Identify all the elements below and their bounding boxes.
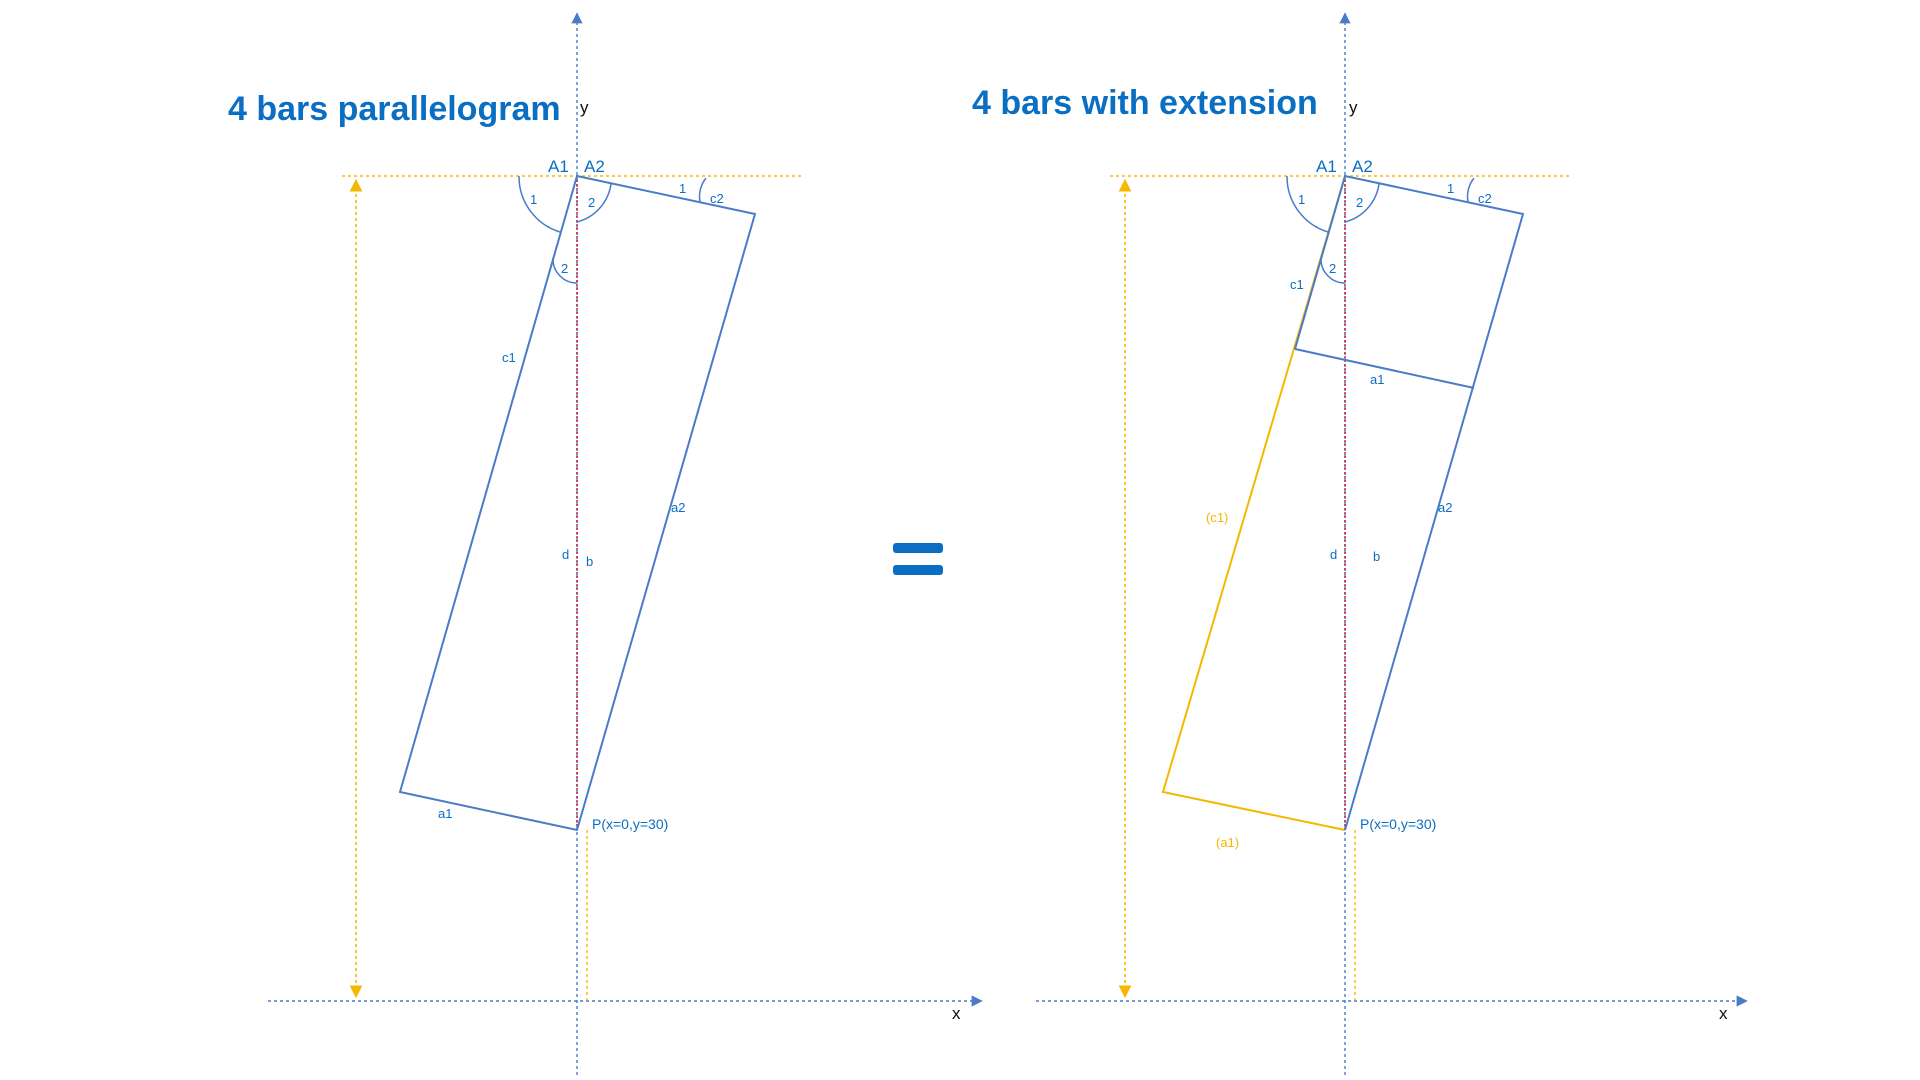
left-angle-2-label: 2 — [588, 195, 595, 210]
right-panel: 4 bars with extension y x A1 A2 1 2 2 1 … — [972, 12, 1748, 1075]
left-angle-2-lower-arc — [552, 257, 578, 284]
right-point-a2: A2 — [1352, 157, 1373, 176]
right-bar-d-label: d — [1330, 547, 1337, 562]
left-title: 4 bars parallelogram — [228, 90, 561, 128]
right-point-a1: A1 — [1316, 157, 1337, 176]
right-bar-c2-label: c2 — [1478, 191, 1492, 206]
left-x-axis-label: x — [952, 1004, 961, 1023]
left-bar-a2-label: a2 — [671, 500, 685, 515]
right-angle-1-label: 1 — [1298, 192, 1305, 207]
right-ext-a1-label: (a1) — [1216, 835, 1239, 850]
left-y-axis-label: y — [580, 98, 589, 117]
right-angle-2-label: 2 — [1356, 195, 1363, 210]
right-angle-2-lower-arc — [1320, 257, 1346, 284]
left-bar-d-label: d — [562, 547, 569, 562]
left-angle-1-arc — [518, 175, 561, 233]
right-angle-1-arc — [1286, 175, 1329, 233]
right-x-axis-label: x — [1719, 1004, 1728, 1023]
right-angle-c2-arc — [1466, 177, 1475, 203]
right-bar-c1-label: c1 — [1290, 277, 1304, 292]
equals-bottom-bar — [893, 565, 943, 575]
equals-top-bar — [893, 543, 943, 553]
right-angle-2-lower-label: 2 — [1329, 261, 1336, 276]
left-bar-a1-label: a1 — [438, 806, 452, 821]
left-angle-1-label: 1 — [530, 192, 537, 207]
right-bar-a1 — [1294, 348, 1475, 389]
right-point-p-label: P(x=0,y=30) — [1360, 816, 1436, 832]
left-panel: 4 bars parallelogram y x A1 A2 1 2 2 1 c… — [228, 12, 983, 1075]
right-title: 4 bars with extension — [972, 84, 1318, 122]
right-extension-c1-a1 — [1161, 175, 1346, 831]
left-angle-c2-arc — [698, 177, 707, 203]
right-y-axis-label: y — [1349, 98, 1358, 117]
left-parallelogram — [398, 174, 757, 832]
left-angle-c2-1-label: 1 — [679, 181, 686, 196]
right-bar-a1-label: a1 — [1370, 372, 1384, 387]
left-point-a1: A1 — [548, 157, 569, 176]
right-ext-c1-label: (c1) — [1206, 510, 1228, 525]
left-bar-c2-label: c2 — [710, 191, 724, 206]
left-angle-2-arc — [576, 183, 612, 223]
left-bar-b-label: b — [586, 554, 593, 569]
right-angle-2-arc — [1344, 183, 1380, 223]
right-bar-b-label: b — [1373, 549, 1380, 564]
left-point-p-label: P(x=0,y=30) — [592, 816, 668, 832]
right-bar-a2-label: a2 — [1438, 500, 1452, 515]
right-linkage — [1294, 174, 1525, 831]
left-point-a2: A2 — [584, 157, 605, 176]
left-angle-2-lower-label: 2 — [561, 261, 568, 276]
left-bar-c1-label: c1 — [502, 350, 516, 365]
right-angle-c2-1-label: 1 — [1447, 181, 1454, 196]
equals-icon — [893, 543, 943, 575]
